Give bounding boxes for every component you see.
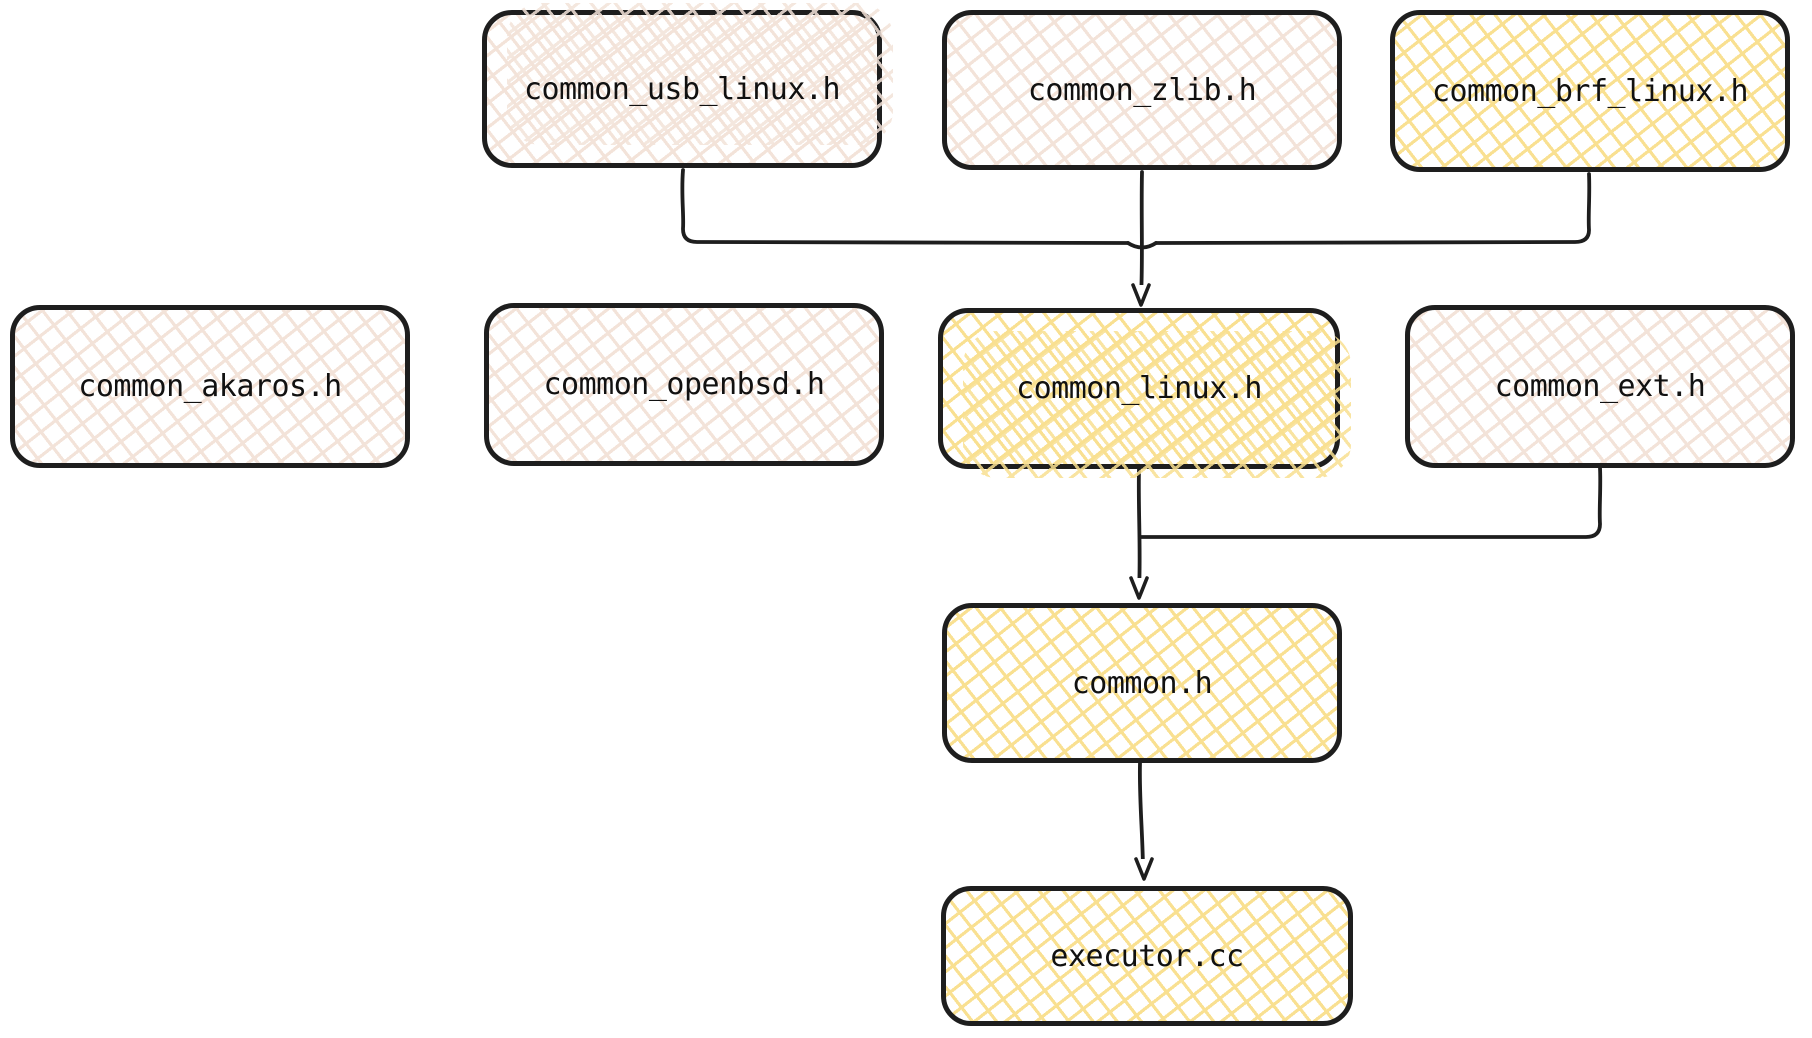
edge-common-linux-to-common (1136, 467, 1142, 592)
arrowhead-into-common (1129, 576, 1149, 600)
node-common-linux-h: common_linux.h (938, 308, 1351, 478)
node-common-usb-linux-h: common_usb_linux.h (482, 3, 893, 168)
node-label-common-ext-h: common_ext.h (1494, 369, 1706, 404)
edge-usb-linux-to-common-linux (680, 168, 1130, 245)
node-label-common-openbsd-h: common_openbsd.h (543, 367, 825, 402)
edge-common-to-executor (1137, 761, 1145, 873)
node-executor-cc: executor.cc (941, 886, 1353, 1026)
node-label-common-usb-linux-h: common_usb_linux.h (523, 71, 841, 107)
node-label-common-brf-linux-h: common_brf_linux.h (1431, 73, 1749, 109)
node-label-common-h: common.h (1071, 665, 1213, 701)
node-common-openbsd-h: common_openbsd.h (484, 303, 884, 466)
node-label-common-linux-h: common_linux.h (1016, 371, 1262, 406)
node-common-akaros-h: common_akaros.h (10, 305, 410, 468)
node-common-h: common.h (942, 603, 1342, 763)
arrowhead-into-executor (1134, 857, 1154, 881)
node-label-executor-cc: executor.cc (1050, 938, 1244, 974)
node-label-common-akaros-h: common_akaros.h (78, 369, 342, 404)
node-label-common-zlib-h: common_zlib.h (1027, 72, 1257, 108)
edge-zlib-to-common-linux (1139, 170, 1144, 299)
arrowhead-into-common-linux (1131, 283, 1151, 307)
edge-common-ext-to-common (1139, 466, 1603, 539)
node-common-brf-linux-h: common_brf_linux.h (1390, 10, 1790, 172)
edge-brf-linux-to-common-linux (1154, 172, 1592, 245)
node-common-zlib-h: common_zlib.h (942, 10, 1342, 170)
node-common-ext-h: common_ext.h (1405, 305, 1795, 468)
